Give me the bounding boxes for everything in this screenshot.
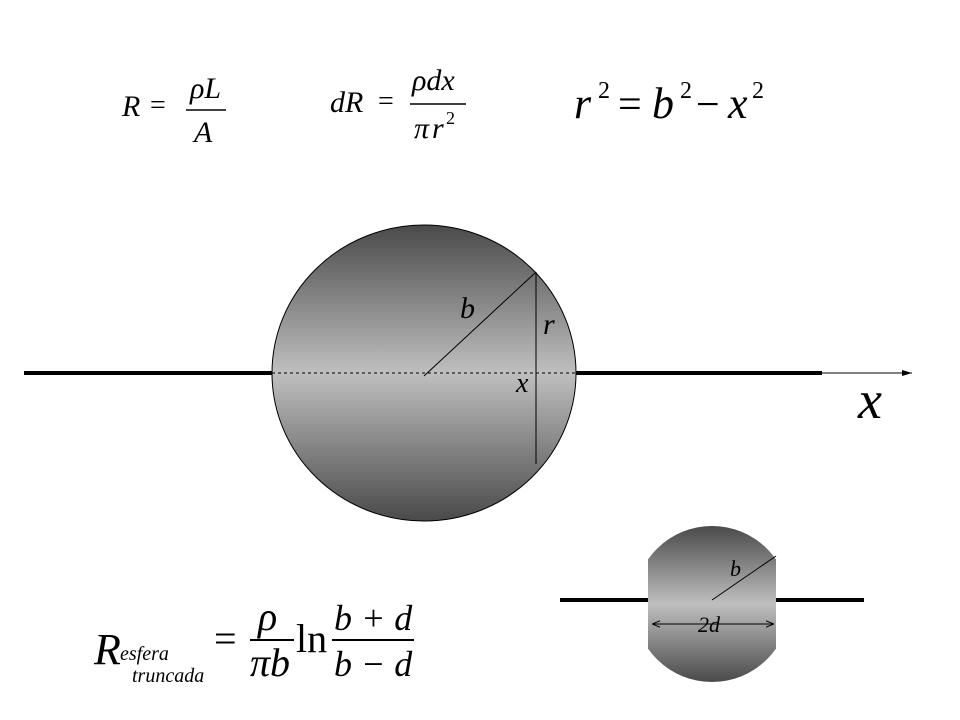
width-label: 2d: [698, 612, 721, 637]
formula-truncated-ln: ln: [296, 616, 327, 661]
formula-differential-den-pi: π: [414, 112, 430, 145]
formula-resistance-num: ρL: [189, 72, 221, 105]
radius-line: [423, 271, 537, 377]
formula-resistance-eq: =: [150, 90, 166, 121]
formula-resistance: R = ρL A: [121, 72, 226, 149]
formula-pythagoras-r-exp: 2: [598, 78, 610, 104]
formula-differential-eq: =: [378, 86, 394, 117]
radius-label: b: [460, 292, 475, 325]
formula-truncated: R esfera truncada = ρ πb ln b + d b − d: [93, 594, 414, 687]
sphere-diagram: b r x x: [24, 224, 912, 522]
formula-differential-den-var: r: [432, 112, 444, 145]
formula-resistance-lhs: R: [121, 90, 140, 123]
formula-pythagoras-b-exp: 2: [680, 78, 692, 104]
formula-differential-lhs: dR: [330, 86, 363, 119]
truncated-sphere-diagram: b 2d: [560, 526, 864, 682]
formula-truncated-frac2-num: b + d: [334, 598, 413, 638]
formula-truncated-frac2-den: b − d: [334, 644, 413, 684]
formula-truncated-R: R: [93, 625, 121, 674]
formula-pythagoras-eq: =: [618, 82, 642, 128]
chord-label: r: [543, 308, 555, 341]
formula-differential: dR = ρdx π r 2: [330, 64, 466, 145]
formula-pythagoras-b: b: [652, 79, 674, 128]
formula-pythagoras-x: x: [727, 79, 748, 128]
formula-pythagoras: r 2 = b 2 − x 2: [574, 78, 764, 128]
axis-label: x: [857, 370, 882, 430]
truncated-radius-line: [711, 555, 777, 601]
formula-truncated-frac1-num: ρ: [256, 594, 277, 639]
formula-differential-den-exp: 2: [446, 108, 455, 128]
axis-segment-label: x: [515, 368, 529, 399]
formula-differential-num: ρdx: [411, 64, 455, 97]
formula-pythagoras-minus: −: [696, 82, 720, 128]
formula-pythagoras-x-exp: 2: [752, 78, 764, 104]
truncated-sphere: [648, 526, 776, 682]
truncated-radius-label: b: [730, 556, 741, 581]
formula-resistance-den: A: [192, 116, 213, 149]
formula-truncated-eq: =: [214, 616, 237, 661]
formula-truncated-sub2: truncada: [132, 665, 204, 687]
formula-pythagoras-r: r: [574, 79, 592, 128]
formula-truncated-sub1: esfera: [120, 643, 169, 665]
formula-truncated-frac1-den: πb: [250, 640, 290, 685]
